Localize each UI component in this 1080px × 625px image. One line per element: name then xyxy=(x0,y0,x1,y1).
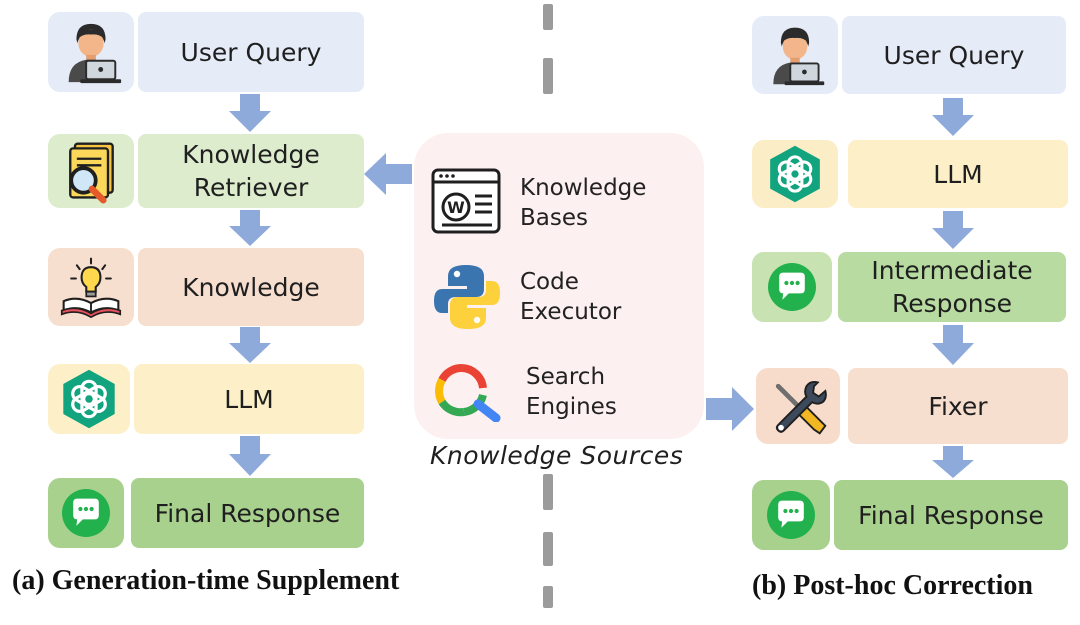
user-icon-tile xyxy=(48,12,134,92)
down-arrow xyxy=(932,98,974,136)
wiki-browser-icon: W xyxy=(431,168,501,234)
knowledge-bases-line2: Bases xyxy=(520,205,588,231)
wrench-screwdriver-icon xyxy=(775,381,827,435)
code-executor-line1: Code xyxy=(520,269,579,295)
llm-label: LLM xyxy=(224,384,274,414)
user-laptop-icon xyxy=(762,22,828,88)
down-arrow xyxy=(932,211,974,249)
final-response-box: Final Response xyxy=(131,478,364,548)
right-arrow xyxy=(706,387,754,431)
openai-icon xyxy=(765,144,825,204)
user-query-box: User Query xyxy=(138,12,364,92)
knowledge-bases-line1: Knowledge xyxy=(520,175,647,201)
retriever-label-line2: Retriever xyxy=(193,173,309,202)
response-icon-tile xyxy=(752,480,830,550)
response-icon-tile xyxy=(48,478,124,548)
retriever-icon-tile xyxy=(48,134,134,208)
chat-bubble-icon xyxy=(58,485,114,541)
user-icon-tile xyxy=(752,16,838,94)
search-engines-line2: Engines xyxy=(526,394,617,420)
knowledge-bases-label: Knowledge Bases xyxy=(520,173,646,233)
knowledge-retriever-box: Knowledge Retriever xyxy=(138,134,364,208)
caption-generation-time: (a) Generation-time Supplement xyxy=(12,565,400,596)
book-lightbulb-icon xyxy=(60,257,122,319)
down-arrow xyxy=(229,210,271,246)
down-arrow xyxy=(932,446,974,478)
intermediate-response-box: Intermediate Response xyxy=(838,252,1066,322)
down-arrow xyxy=(229,436,271,476)
separator-dash xyxy=(543,532,553,566)
down-arrow xyxy=(932,325,974,365)
knowledge-sources-caption: Knowledge Sources xyxy=(430,441,684,470)
retriever-label-line1: Knowledge xyxy=(182,140,320,169)
left-arrow xyxy=(364,153,412,195)
final-response-box: Final Response xyxy=(834,480,1068,550)
llm-label: LLM xyxy=(933,159,983,189)
fixer-box: Fixer xyxy=(848,368,1068,444)
code-executor-label: Code Executor xyxy=(520,267,621,327)
knowledge-label: Knowledge xyxy=(182,272,320,302)
separator-dash xyxy=(543,4,553,30)
down-arrow xyxy=(229,327,271,363)
intermediate-icon-tile xyxy=(752,252,832,322)
final-response-label: Final Response xyxy=(858,500,1044,530)
svg-text:W: W xyxy=(447,198,465,217)
fixer-label: Fixer xyxy=(928,391,988,421)
llm-icon-tile xyxy=(752,140,838,208)
llm-box: LLM xyxy=(134,364,364,434)
separator-dash xyxy=(543,586,553,608)
search-engines-label: Search Engines xyxy=(526,362,617,422)
separator-dash xyxy=(543,58,553,94)
chat-bubble-icon xyxy=(764,259,820,315)
user-query-label: User Query xyxy=(883,40,1025,70)
llm-icon-tile xyxy=(48,364,130,434)
python-icon xyxy=(434,265,500,329)
intermediate-label-line1: Intermediate xyxy=(871,256,1033,285)
caption-post-hoc: (b) Post-hoc Correction xyxy=(752,570,1033,601)
user-query-label: User Query xyxy=(180,37,322,67)
user-query-box: User Query xyxy=(842,16,1066,94)
intermediate-label-line2: Response xyxy=(891,289,1013,318)
llm-box: LLM xyxy=(848,140,1068,208)
user-laptop-icon xyxy=(57,18,125,86)
fixer-icon-tile xyxy=(756,368,840,444)
chat-bubble-icon xyxy=(763,487,819,543)
search-engines-line1: Search xyxy=(526,364,606,390)
code-executor-line2: Executor xyxy=(520,299,622,325)
final-response-label: Final Response xyxy=(154,498,341,528)
openai-icon xyxy=(58,368,120,430)
search-engine-icon xyxy=(435,364,501,422)
knowledge-box: Knowledge xyxy=(138,248,364,326)
document-search-icon xyxy=(69,142,114,204)
separator-dash xyxy=(543,474,553,510)
down-arrow xyxy=(229,94,271,132)
knowledge-icon-tile xyxy=(48,248,134,326)
